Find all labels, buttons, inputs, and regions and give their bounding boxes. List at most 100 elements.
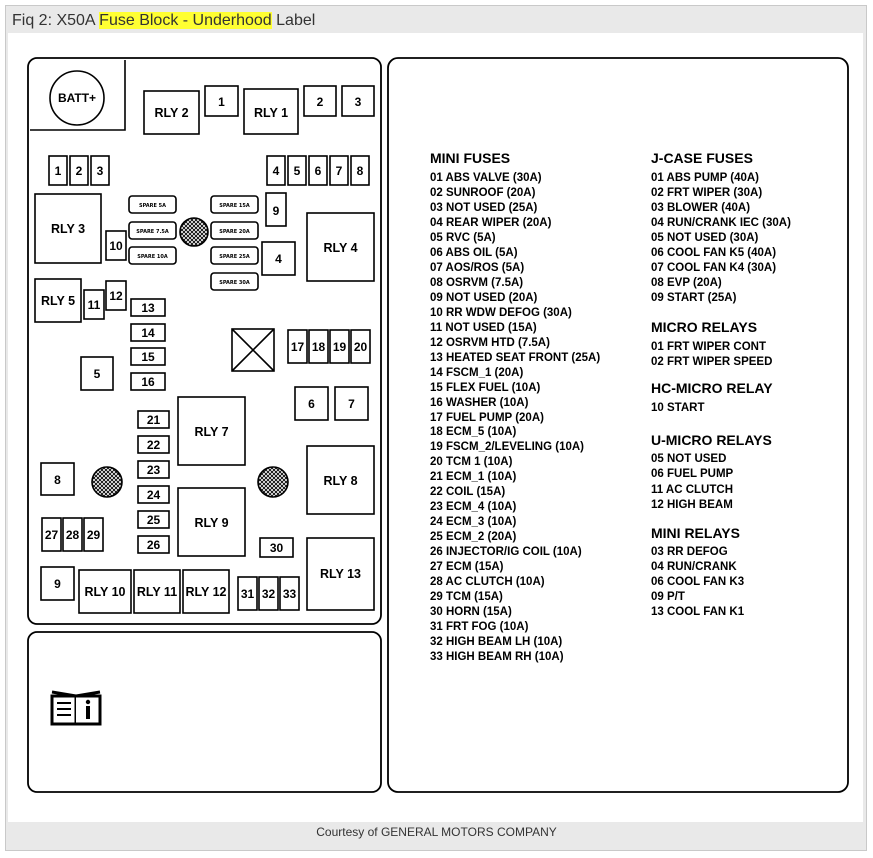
fuse-j-1: 1 xyxy=(204,85,239,117)
fuse-19: 19 xyxy=(329,329,350,364)
legend-item: 11 NOT USED (15A) xyxy=(430,322,537,334)
svg-text:RLY 12: RLY 12 xyxy=(185,585,226,599)
svg-text:4: 4 xyxy=(273,164,280,178)
svg-text:12: 12 xyxy=(109,289,123,303)
svg-text:SPARE 7.5A: SPARE 7.5A xyxy=(136,229,169,235)
relay-rly-8: RLY 8 xyxy=(306,445,375,515)
relay-rly-7: RLY 7 xyxy=(177,396,246,466)
svg-text:19: 19 xyxy=(333,340,347,354)
legend-item: 08 EVP (20A) xyxy=(651,277,722,289)
legend-item: 05 NOT USED xyxy=(651,453,726,465)
fuse-j-9: 9 xyxy=(265,192,287,227)
svg-text:2: 2 xyxy=(317,95,324,109)
svg-text:10: 10 xyxy=(109,239,123,253)
svg-text:11: 11 xyxy=(88,298,101,312)
fuse-33: 33 xyxy=(279,576,300,611)
fuse-j-5: 5 xyxy=(80,356,114,391)
svg-text:SPARE 30A: SPARE 30A xyxy=(219,280,250,286)
legend-item: 31 FRT FOG (10A) xyxy=(430,621,529,633)
svg-text:25: 25 xyxy=(147,513,161,527)
legend-item: 09 START (25A) xyxy=(651,292,737,304)
svg-text:33: 33 xyxy=(283,587,297,601)
svg-text:20: 20 xyxy=(354,340,368,354)
legend-item: 32 HIGH BEAM LH (10A) xyxy=(430,636,562,648)
svg-text:SPARE 20A: SPARE 20A xyxy=(219,229,250,235)
svg-text:26: 26 xyxy=(147,538,161,552)
figure-caption: Fiq 2: X50A Fuse Block - Underhood Label xyxy=(12,12,315,30)
legend-u-micro-relays: U-MICRO RELAYS 05 NOT USED 06 FUEL PUMP … xyxy=(651,432,772,511)
legend-item: 10 RR WDW DEFOG (30A) xyxy=(430,307,572,319)
svg-text:RLY 10: RLY 10 xyxy=(84,585,125,599)
relay-rly-10: RLY 10 xyxy=(78,569,132,614)
fuse-16: 16 xyxy=(130,372,166,391)
legend-item: 01 ABS VALVE (30A) xyxy=(430,172,542,184)
batt-label: BATT+ xyxy=(58,91,96,105)
legend-item: 21 ECM_1 (10A) xyxy=(430,471,516,483)
crossed-box-icon xyxy=(231,328,275,372)
svg-text:24: 24 xyxy=(147,488,161,502)
crosshatch-circle-icon xyxy=(91,466,123,498)
svg-text:3: 3 xyxy=(355,95,362,109)
legend-item: 10 START xyxy=(651,402,704,414)
legend-u-micro-relays-title: U-MICRO RELAYS xyxy=(651,432,772,448)
legend-item: 18 ECM_5 (10A) xyxy=(430,426,516,438)
relay-rly-2: RLY 2 xyxy=(143,90,200,135)
fuse-j-4: 4 xyxy=(261,241,296,276)
svg-text:15: 15 xyxy=(141,350,155,364)
relay-rly-3: RLY 3 xyxy=(34,193,102,264)
svg-text:SPARE 25A: SPARE 25A xyxy=(219,254,250,260)
legend-item: 01 FRT WIPER CONT xyxy=(651,341,766,353)
legend-item: 04 RUN/CRANK xyxy=(651,561,737,573)
relay-rly-12: RLY 12 xyxy=(182,569,230,614)
legend-panel xyxy=(387,57,849,793)
caption-prefix: Fiq 2: X50A xyxy=(12,12,100,29)
svg-text:28: 28 xyxy=(66,528,80,542)
svg-text:2: 2 xyxy=(76,164,83,178)
svg-text:18: 18 xyxy=(312,340,326,354)
relay-rly-11: RLY 11 xyxy=(133,569,181,614)
legend-micro-relays-title: MICRO RELAYS xyxy=(651,319,757,335)
legend-item: 25 ECM_2 (20A) xyxy=(430,531,516,543)
fuse-j-8: 8 xyxy=(40,462,75,496)
svg-text:RLY 7: RLY 7 xyxy=(194,425,228,439)
svg-text:RLY 11: RLY 11 xyxy=(137,585,177,599)
svg-text:3: 3 xyxy=(97,164,104,178)
legend-item: 06 COOL FAN K5 (40A) xyxy=(651,247,776,259)
legend-item: 23 ECM_4 (10A) xyxy=(430,501,516,513)
spare-fuse-7-5a: SPARE 7.5A xyxy=(128,221,177,240)
fuse-mini-8: 8 xyxy=(350,155,370,186)
legend-item: 22 COIL (15A) xyxy=(430,486,505,498)
crosshatch-circle-icon xyxy=(257,466,289,498)
legend-j-case-fuses: J-CASE FUSES 01 ABS PUMP (40A) 02 FRT WI… xyxy=(651,150,791,304)
svg-text:13: 13 xyxy=(141,301,155,315)
svg-text:6: 6 xyxy=(315,164,322,178)
fuse-20: 20 xyxy=(350,329,371,364)
fuse-mini-4: 4 xyxy=(266,155,286,186)
fuse-mini-6: 6 xyxy=(308,155,328,186)
fuse-22: 22 xyxy=(137,435,170,454)
fuse-j-9b: 9 xyxy=(40,566,75,601)
legend-item: 02 SUNROOF (20A) xyxy=(430,187,536,199)
fuse-26: 26 xyxy=(137,535,170,554)
fuse-15: 15 xyxy=(130,347,166,366)
svg-text:7: 7 xyxy=(348,397,355,411)
svg-text:31: 31 xyxy=(241,587,255,601)
svg-text:8: 8 xyxy=(54,473,61,487)
fuse-mini-3: 3 xyxy=(90,155,110,186)
svg-text:1: 1 xyxy=(218,95,225,109)
fuse-12: 12 xyxy=(105,280,127,311)
legend-item: 14 FSCM_1 (20A) xyxy=(430,367,523,379)
svg-text:8: 8 xyxy=(357,164,364,178)
fuse-23: 23 xyxy=(137,460,170,479)
legend-item: 30 HORN (15A) xyxy=(430,606,512,618)
svg-text:RLY 13: RLY 13 xyxy=(320,567,361,581)
fuse-13: 13 xyxy=(130,298,166,317)
spare-fuse-5a: SPARE 5A xyxy=(128,195,177,214)
svg-text:SPARE 15A: SPARE 15A xyxy=(219,203,250,209)
legend-item: 02 FRT WIPER (30A) xyxy=(651,187,762,199)
relay-rly-1: RLY 1 xyxy=(243,88,299,135)
notes-panel xyxy=(27,631,382,793)
fuse-j-2: 2 xyxy=(303,85,337,117)
legend-mini-relays-title: MINI RELAYS xyxy=(651,525,740,541)
legend-mini-fuses-title: MINI FUSES xyxy=(430,150,510,166)
